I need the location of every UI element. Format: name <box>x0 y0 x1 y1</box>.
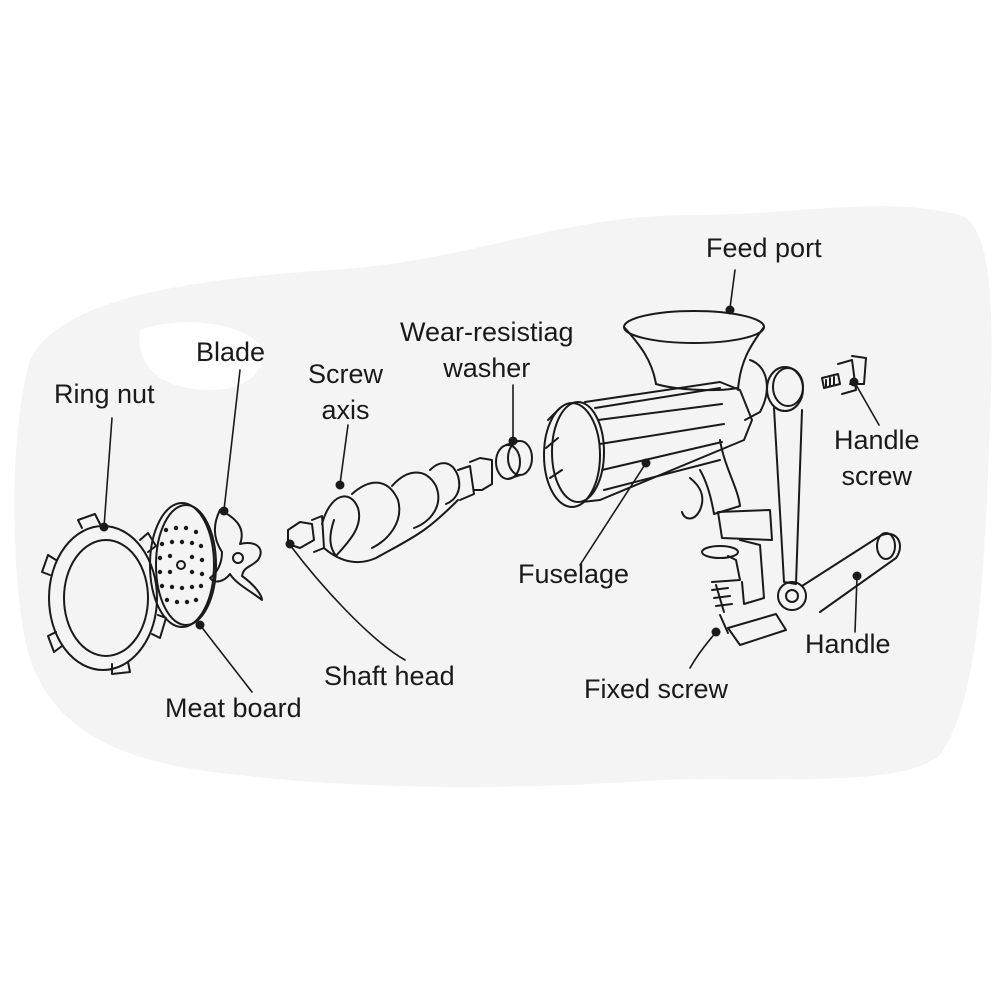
screw-axis-part <box>287 457 493 564</box>
blade-part <box>209 509 263 601</box>
leader-meat-board <box>199 624 253 693</box>
label-blade: Blade <box>196 337 266 367</box>
label-screw-axis: Screw axis <box>308 359 384 425</box>
background-blob <box>14 206 992 787</box>
leader-handle <box>854 576 858 633</box>
label-handle-screw: Handle screw <box>834 425 920 491</box>
label-feed-port: Feed port <box>706 233 822 263</box>
label-ring-nut: Ring nut <box>54 379 155 409</box>
feed-port-part <box>623 310 765 392</box>
leader-screw-axis <box>339 424 349 485</box>
leader-lines <box>103 269 880 693</box>
label-handle: Handle <box>805 629 891 659</box>
label-shaft-head: Shaft head <box>324 661 455 691</box>
meat-board-part <box>149 502 217 628</box>
leader-ring-nut <box>103 417 113 528</box>
fuselage-part <box>543 359 773 541</box>
leader-handle-screw <box>854 382 880 426</box>
handle-screw-part <box>821 355 867 395</box>
background-blob-spot <box>139 322 262 391</box>
clamp-part <box>701 539 787 646</box>
leader-fuselage <box>579 462 647 566</box>
handle-part <box>801 532 901 613</box>
label-fuselage: Fuselage <box>518 559 630 589</box>
crank-arm-part <box>766 366 807 611</box>
board-holes <box>157 525 205 605</box>
leader-feed-port <box>729 269 736 309</box>
label-washer: Wear-resistiag washer <box>400 317 574 383</box>
leader-blade <box>223 369 241 511</box>
leader-dots <box>99 305 862 637</box>
leader-shaft-head <box>289 544 406 661</box>
label-meat-board: Meat board <box>165 693 302 723</box>
label-fixed-screw: Fixed screw <box>584 674 729 704</box>
